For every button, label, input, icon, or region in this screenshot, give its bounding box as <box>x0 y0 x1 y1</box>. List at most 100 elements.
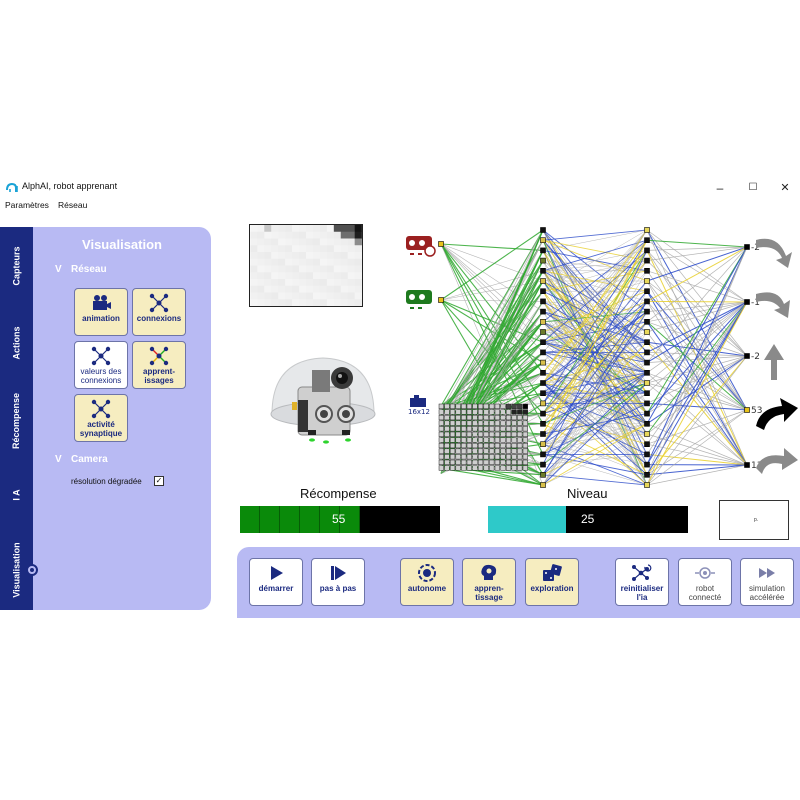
camera-pixel <box>299 258 307 266</box>
camera-pixel <box>250 285 258 293</box>
degraded-resolution-checkbox[interactable]: ✓ <box>154 476 164 486</box>
neuron <box>438 241 444 247</box>
connection <box>646 409 748 445</box>
close-button[interactable]: ✕ <box>780 182 790 194</box>
pixel-neuron <box>472 459 478 465</box>
connection <box>646 300 748 303</box>
menu-parametres[interactable]: Paramètres <box>5 200 49 210</box>
pixel-neuron <box>449 431 456 437</box>
neuron <box>644 390 650 396</box>
tab-actions[interactable]: Actions <box>11 326 22 360</box>
exploration-button[interactable]: exploration <box>525 558 579 606</box>
camera-pixel <box>312 285 321 293</box>
connection <box>542 229 648 394</box>
connection <box>646 372 748 411</box>
pixel-neuron <box>494 459 500 465</box>
neuron <box>644 380 650 386</box>
camera-pixel <box>312 238 321 246</box>
pixel-neuron <box>466 454 472 460</box>
connection <box>542 239 648 445</box>
pixel-neuron <box>472 403 478 409</box>
pixel-neuron <box>477 437 484 443</box>
camera-pixel <box>333 299 342 306</box>
camera-pixel <box>326 225 335 233</box>
camera-pixel <box>285 285 293 293</box>
animation-button[interactable]: animation <box>74 288 128 336</box>
pixel-neuron <box>455 442 461 449</box>
tab-ia[interactable]: I A <box>11 489 22 501</box>
network-icon <box>91 399 111 419</box>
camera-pixel <box>312 252 321 260</box>
pixel-neuron <box>500 454 506 460</box>
pixel-neuron <box>517 448 523 454</box>
network-colored-icon <box>149 346 169 366</box>
camera-pixel <box>278 231 286 239</box>
connection <box>646 301 748 384</box>
camera-pixel <box>250 225 258 233</box>
apprentissages-button[interactable]: apprent-issages <box>132 341 186 389</box>
learning-button[interactable]: appren-tissage <box>462 558 516 606</box>
camera-pixel <box>278 265 286 273</box>
connection <box>646 341 748 466</box>
pixel-neuron <box>449 454 456 460</box>
start-button[interactable]: démarrer <box>249 558 303 606</box>
camera-pixel <box>319 279 328 287</box>
pixel-neuron <box>477 431 484 437</box>
neuron <box>644 278 650 284</box>
reset-ai-button[interactable]: reinitialiser l'ia <box>615 558 669 606</box>
connection <box>542 260 648 282</box>
maximize-button[interactable]: ☐ <box>748 182 758 193</box>
camera-pixel <box>250 252 258 260</box>
camera-pixel <box>340 272 349 280</box>
neuron <box>644 410 650 417</box>
camera-pixel <box>319 231 328 239</box>
step-button[interactable]: pas à pas <box>311 558 365 606</box>
step-icon <box>331 566 346 580</box>
connection <box>542 301 648 445</box>
pixel-neuron <box>466 437 472 443</box>
connection <box>646 464 748 486</box>
pixel-neuron <box>438 426 444 432</box>
connection <box>542 423 648 455</box>
camera-pixel <box>333 285 342 293</box>
pixel-neuron <box>472 448 478 454</box>
connexions-button[interactable]: connexions <box>132 288 186 336</box>
pixel-neuron <box>438 454 444 460</box>
pixel-neuron <box>500 459 506 465</box>
connection <box>542 229 648 292</box>
forward-arrow <box>764 344 784 380</box>
neuron <box>540 441 546 447</box>
activite-synaptique-button[interactable]: activité synaptique <box>74 394 128 442</box>
tab-capteurs[interactable]: Capteurs <box>11 246 22 286</box>
autonomous-button[interactable]: autonome <box>400 558 454 606</box>
pixel-neuron <box>494 454 500 460</box>
robot-image <box>270 357 376 444</box>
neuron <box>540 237 546 244</box>
pixel-neuron <box>477 409 484 415</box>
network-icon <box>149 293 169 313</box>
connection <box>440 229 544 412</box>
camera-pixel <box>340 225 349 233</box>
camera-pixel <box>333 279 342 287</box>
pixel-neuron <box>483 442 489 449</box>
valeurs-connexions-button[interactable]: valeurs des connexions <box>74 341 128 389</box>
pixel-neuron <box>449 414 456 421</box>
pixel-neuron <box>449 420 456 426</box>
output-value: -1 <box>751 298 760 308</box>
robot-connected-button[interactable]: robot connecté <box>678 558 732 606</box>
camera-pixel <box>347 238 355 246</box>
connection <box>542 311 648 486</box>
camera-pixel <box>306 285 314 293</box>
tab-recompense[interactable]: Récompense <box>11 392 22 450</box>
fast-simulation-button[interactable]: simulation accélérée <box>740 558 794 606</box>
neuron <box>644 227 650 233</box>
connection <box>646 301 748 312</box>
connection <box>646 229 748 303</box>
camera-pixel <box>354 299 362 306</box>
minimize-button[interactable]: – <box>716 181 724 195</box>
menu-reseau[interactable]: Réseau <box>58 200 88 210</box>
pixel-neuron <box>511 431 517 437</box>
